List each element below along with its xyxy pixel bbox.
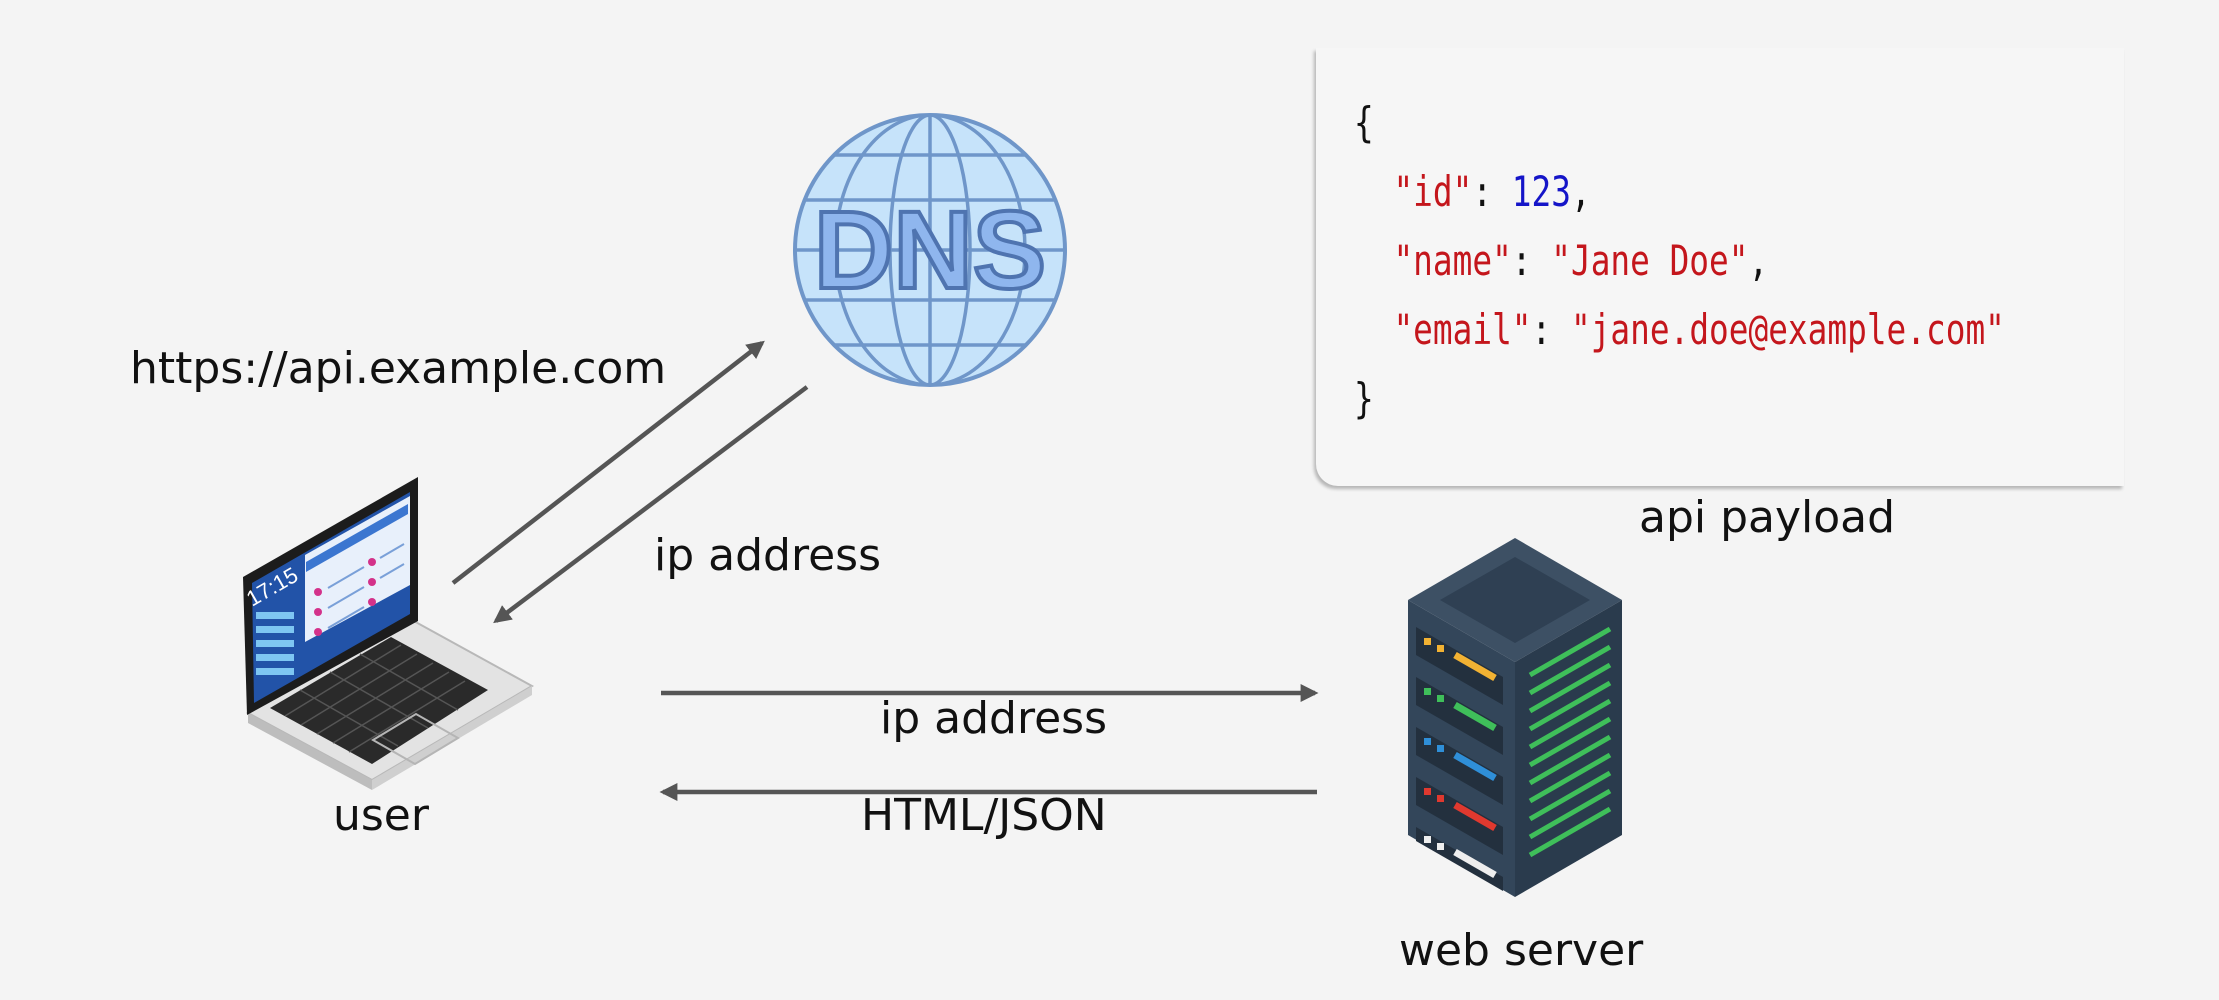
json-key-name: "name" bbox=[1393, 236, 1512, 285]
dns-response-arrow bbox=[493, 385, 809, 624]
json-key-id: "id" bbox=[1393, 167, 1473, 216]
json-open-brace: { bbox=[1354, 98, 1374, 147]
dns-globe-label: DNS bbox=[814, 189, 1046, 312]
dns-globe-icon: DNS bbox=[793, 113, 1067, 387]
web-server-icon bbox=[1408, 538, 1622, 897]
request-label: ip address bbox=[880, 693, 1108, 744]
json-close-brace: } bbox=[1354, 374, 1374, 423]
dns-query-arrow bbox=[451, 340, 765, 585]
json-value-name: "Jane Doe" bbox=[1551, 236, 1749, 285]
url-label: https://api.example.com bbox=[130, 343, 667, 394]
json-comma: , bbox=[1748, 236, 1769, 285]
user-laptop-icon: 17:15 bbox=[242, 477, 535, 790]
response-label: HTML/JSON bbox=[861, 790, 1107, 841]
web-server-label: web server bbox=[1399, 925, 1644, 976]
json-value-email: "jane.doe@example.com" bbox=[1570, 305, 2005, 354]
json-key-email: "email" bbox=[1393, 305, 1532, 354]
api-payload-card: { "id": 123, "name": "Jane Doe", "email"… bbox=[1316, 48, 2124, 486]
json-value-id: 123 bbox=[1511, 167, 1571, 216]
dns-response-label: ip address bbox=[654, 530, 882, 581]
json-payload: { "id": 123, "name": "Jane Doe", "email"… bbox=[1354, 98, 2005, 423]
api-payload-caption: api payload bbox=[1639, 492, 1896, 543]
user-label: user bbox=[333, 790, 429, 841]
json-comma: , bbox=[1570, 167, 1591, 216]
